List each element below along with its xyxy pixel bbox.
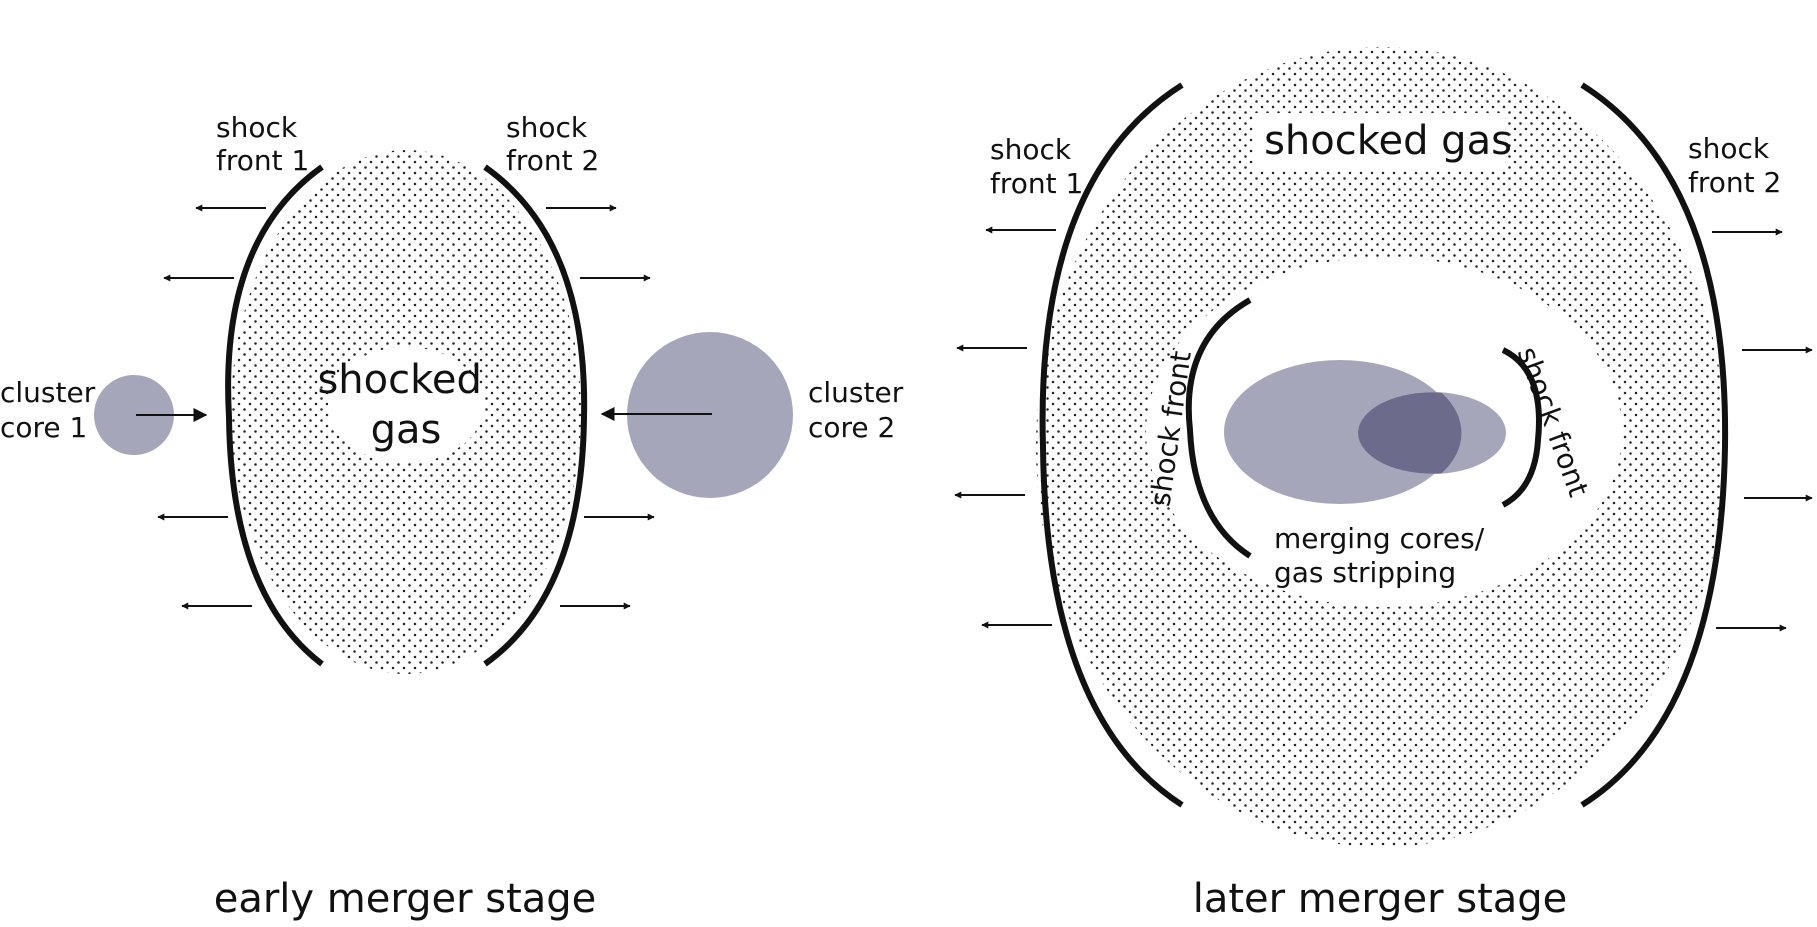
early-label-clear-area (328, 347, 484, 463)
early-shock-front-1 (225, 164, 324, 667)
early-shock-front-2 (483, 164, 588, 667)
early-shocked-gas-line-1: shocked (317, 357, 481, 403)
early-merger-panel: shocked gas shock front 1 shock front 2 … (0, 111, 912, 922)
early-front-1-line-1: shock (216, 111, 298, 144)
early-core-2-line-1: cluster (808, 376, 904, 409)
later-inner-shock-front-left (1185, 297, 1252, 559)
early-shock-front-2-label: shock front 2 (506, 111, 599, 177)
later-shock-front-1 (1039, 82, 1184, 808)
later-front-1-line-1: shock (990, 133, 1072, 166)
later-core-overlap (1358, 392, 1462, 474)
early-caption: early merger stage (214, 876, 597, 922)
early-front-2-line-2: front 2 (506, 144, 599, 177)
later-shocked-gas-label: shocked gas (1264, 118, 1512, 164)
early-core-1-line-1: cluster (0, 376, 96, 409)
later-merger-panel: shocked gas shock front 1 shock front 2 … (954, 47, 1813, 922)
early-shocked-gas-label: shocked gas (317, 357, 494, 453)
early-front-1-line-2: front 1 (216, 144, 309, 177)
later-inner-shock-front-right (1501, 347, 1542, 508)
early-shock-front-1-label: shock front 1 (216, 111, 309, 177)
later-front-2-line-2: front 2 (1688, 166, 1781, 199)
later-shock-front-2 (1580, 82, 1729, 808)
early-cluster-core-1 (94, 375, 174, 455)
later-merging-label: merging cores/ gas stripping (1274, 522, 1493, 589)
early-cluster-core-2-label: cluster core 2 (808, 376, 912, 444)
early-core-1-line-2: core 1 (0, 411, 87, 444)
later-caption: later merger stage (1193, 876, 1568, 922)
early-shocked-gas-line-2: gas (371, 407, 442, 453)
early-cluster-core-1-label: cluster core 1 (0, 376, 104, 444)
later-shock-front-2-label: shock front 2 (1688, 132, 1781, 199)
later-merging-line-1: merging cores/ (1274, 522, 1485, 555)
early-core-2-line-2: core 2 (808, 411, 895, 444)
later-title-clear-area (1255, 113, 1505, 171)
early-front-2-line-1: shock (506, 111, 588, 144)
later-front-2-line-1: shock (1688, 132, 1770, 165)
later-merging-line-2: gas stripping (1274, 556, 1456, 589)
later-front-1-line-2: front 1 (990, 167, 1083, 200)
later-shock-front-1-label: shock front 1 (990, 133, 1083, 200)
